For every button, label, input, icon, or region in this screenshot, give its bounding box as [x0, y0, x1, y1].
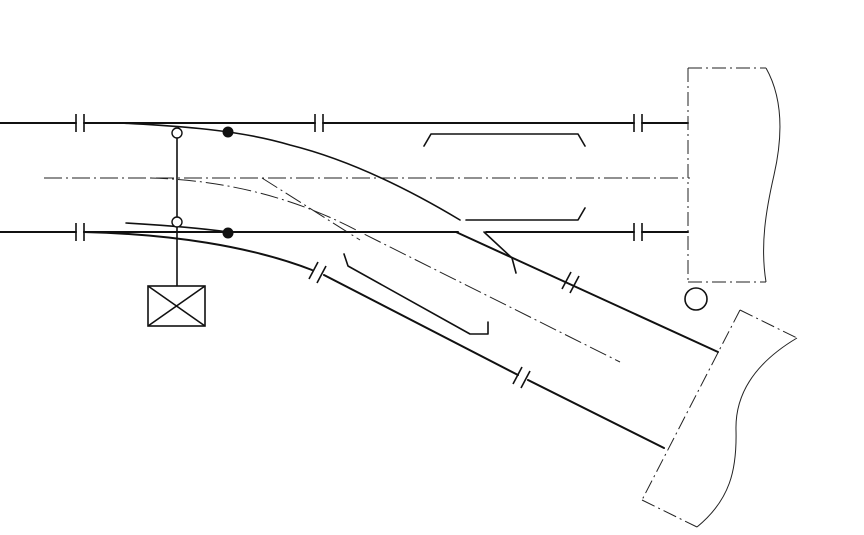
joint-lower-right [633, 223, 643, 241]
upper-detector-dot [222, 126, 234, 138]
break-line-diverging [641, 309, 798, 528]
check-rail-lower [343, 253, 489, 335]
track-centerlines [44, 177, 690, 363]
lower-detector-dot [222, 227, 234, 239]
joint-diverging-1 [308, 261, 327, 284]
insulated-rail-joints [75, 114, 643, 389]
lower-rod-pin [171, 216, 183, 228]
check-rail-middle [465, 207, 586, 221]
diverging-outer-rail-mid [323, 274, 519, 376]
point-machine-box [147, 285, 206, 327]
check-rail-frog [483, 231, 517, 274]
joint-upper-left [75, 114, 85, 132]
joint-frog-rail [561, 271, 580, 294]
check-rails [343, 133, 586, 335]
switch-rods [171, 126, 234, 286]
point-machine [147, 285, 206, 327]
break-line-straight [687, 67, 781, 283]
joint-lower-left [75, 223, 85, 241]
switch-blades [119, 122, 719, 353]
joint-upper-mid [314, 114, 324, 132]
check-rail-upper [423, 133, 586, 147]
joint-diverging-2 [512, 366, 531, 389]
diverging-centerline-offset [261, 177, 361, 241]
joint-upper-right [633, 114, 643, 132]
point-machine-cross-b [147, 285, 206, 327]
signal-lamp [684, 287, 708, 311]
diverging-track-centerline [149, 177, 621, 363]
frog-point-rail [455, 231, 719, 353]
diverging-rails [83, 231, 665, 449]
diverging-outer-rail [83, 231, 313, 271]
upper-rod-pin [171, 127, 183, 139]
diverging-outer-rail-end [527, 379, 665, 449]
upper-switch-blade [119, 122, 461, 221]
